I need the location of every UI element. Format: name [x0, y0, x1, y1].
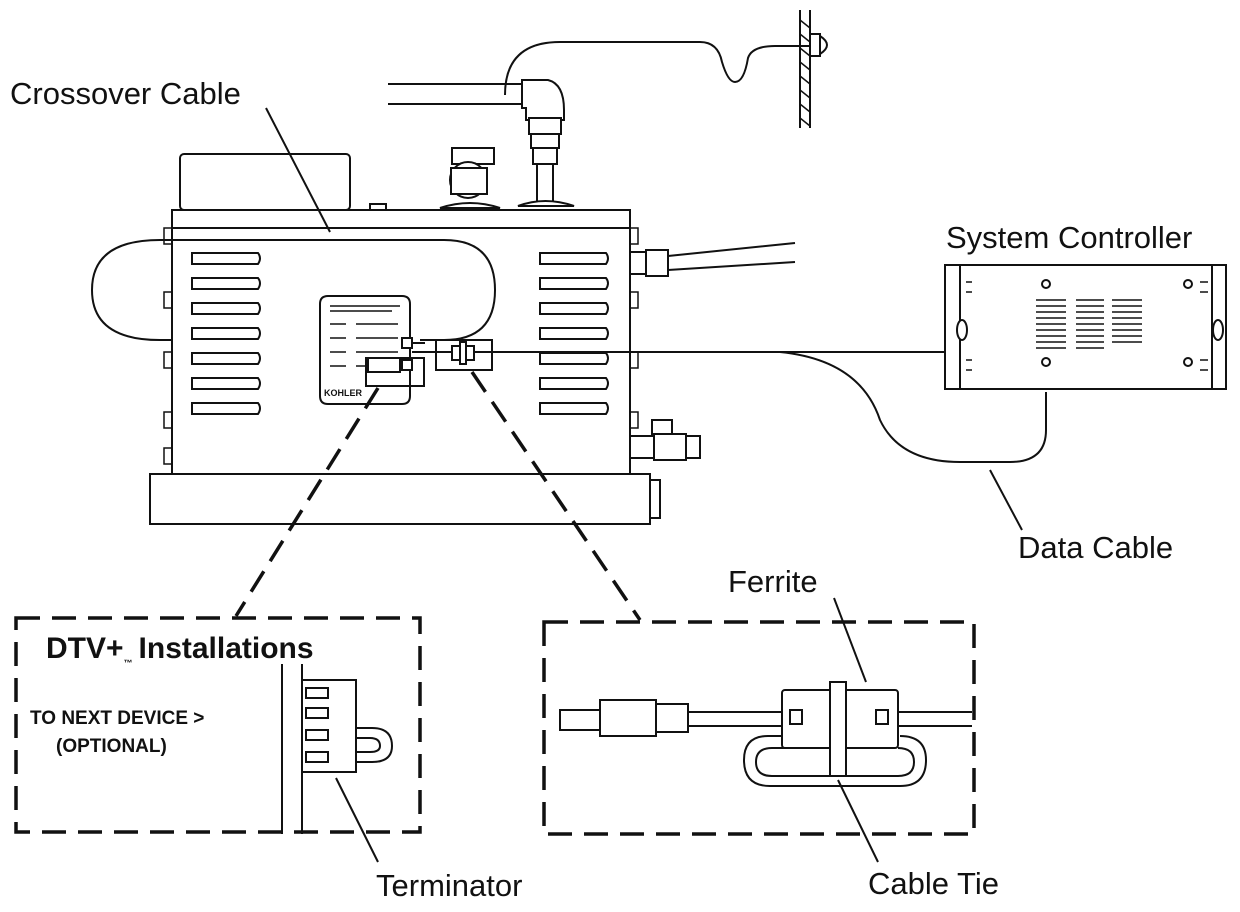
terminator-leader-dashed [234, 387, 380, 617]
label-ferrite: Ferrite [728, 564, 818, 599]
label-terminator: Terminator [376, 868, 522, 903]
ferrite-callout-box [435, 339, 493, 371]
label-system-controller: System Controller [946, 220, 1192, 255]
steam-generator [149, 209, 796, 525]
panel-brand: KOHLER [324, 388, 363, 398]
generator-top-parts [179, 147, 501, 213]
system-controller [944, 264, 1227, 390]
label-leaders [265, 107, 1023, 863]
ferrite-inset [542, 620, 976, 836]
ferrite-leader-dashed [470, 371, 642, 621]
label-data-cable: Data Cable [1018, 530, 1173, 565]
steam-pipe [388, 79, 575, 207]
label-cable-tie: Cable Tie [868, 866, 999, 901]
terminator-callout-box [365, 357, 425, 387]
dtv-line-1: TO NEXT DEVICE > [30, 708, 204, 729]
data-cable [412, 341, 1047, 463]
crossover-cable-loop [90, 239, 497, 341]
control-panel: KOHLER [319, 295, 493, 405]
label-crossover-cable: Crossover Cable [10, 76, 241, 111]
dtv-line-2: (OPTIONAL) [56, 736, 167, 757]
wall-steam-head [504, 10, 828, 128]
